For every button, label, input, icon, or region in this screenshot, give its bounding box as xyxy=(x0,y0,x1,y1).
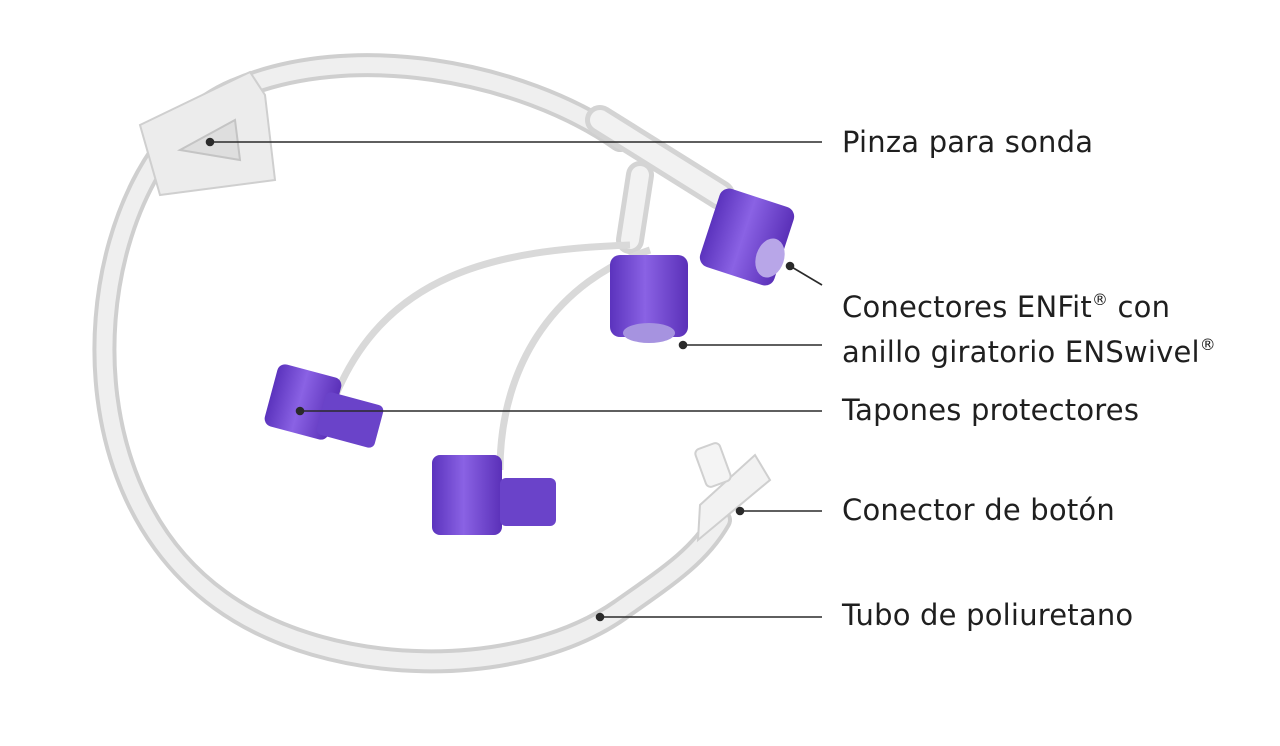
label-enfit-line-1: Conectores ENFit® con xyxy=(842,289,1171,324)
leader-dot-tube xyxy=(595,612,605,622)
y-branch xyxy=(585,105,735,254)
leader-dot-clamp xyxy=(205,137,215,147)
enfit-connector-upper xyxy=(699,188,795,286)
label-enfit-line-2: anillo giratorio ENSwivel® xyxy=(842,334,1216,369)
label-enfit-connectors: Conectores ENFit® con anillo giratorio E… xyxy=(842,281,1216,371)
leader-dot-enfit-upper xyxy=(785,261,795,271)
protective-cap-left xyxy=(264,364,384,448)
enfit-connector-lower xyxy=(610,255,688,343)
label-button-connector: Conector de botón xyxy=(842,493,1115,527)
label-protective-caps: Tapones protectores xyxy=(842,393,1140,427)
label-tube-clamp: Pinza para sonda xyxy=(842,125,1094,159)
button-connector xyxy=(694,442,772,543)
label-polyurethane-tube: Tubo de poliuretano xyxy=(842,598,1134,632)
leader-dot-enfit-lower xyxy=(678,340,688,350)
leader-dot-caps xyxy=(295,406,305,416)
protective-cap-right xyxy=(432,455,556,535)
leader-dot-button-connector xyxy=(735,506,745,516)
tube-clamp xyxy=(138,70,277,197)
leader-line-enfit-upper xyxy=(789,265,823,286)
polyurethane-tube xyxy=(92,53,732,674)
cap-tethers xyxy=(326,241,652,471)
